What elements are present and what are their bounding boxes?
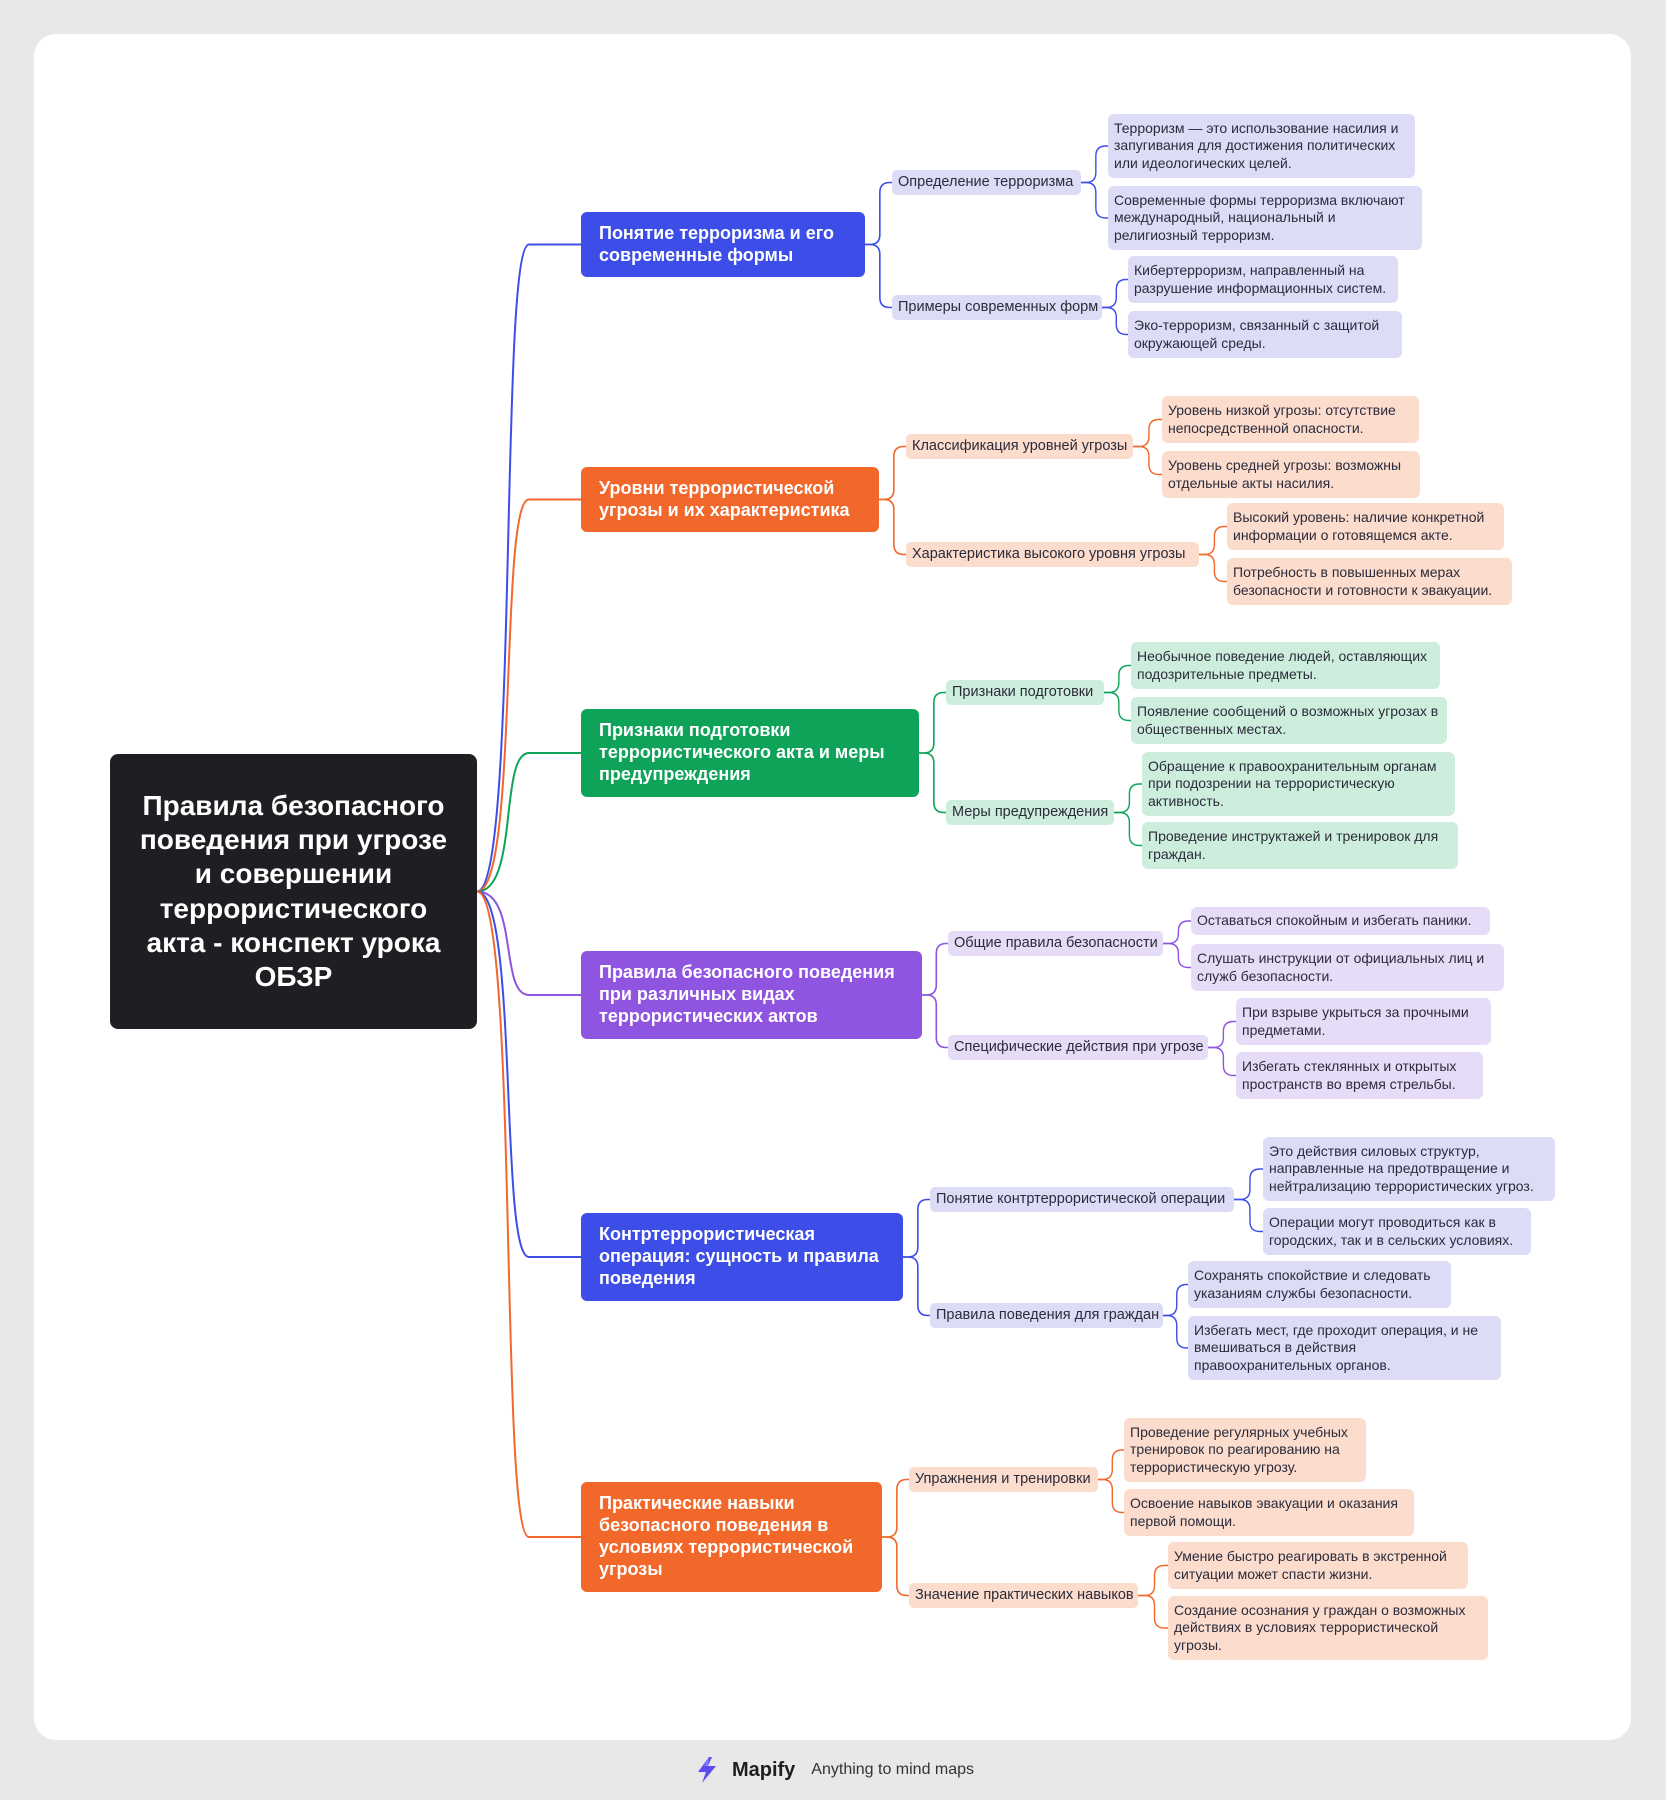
subtopic-leaf-link: [1163, 920, 1191, 945]
root-topic-link: [476, 243, 581, 893]
subtopic-node[interactable]: Признаки подготовки: [946, 680, 1104, 705]
topic-subtopic-link: [882, 1478, 909, 1538]
subtopic-leaf-link: [1163, 1314, 1188, 1349]
topic-node[interactable]: Правила безопасного поведения при различ…: [581, 951, 922, 1039]
subtopic-leaf-link: [1234, 1198, 1263, 1233]
leaf-node[interactable]: Избегать мест, где проходит операция, и …: [1188, 1316, 1501, 1380]
subtopic-leaf-link: [1098, 1478, 1124, 1514]
subtopic-leaf-link: [1163, 942, 1191, 969]
subtopic-leaf-link: [1102, 306, 1128, 336]
topic-subtopic-link: [903, 1198, 930, 1258]
root-topic-link: [476, 498, 581, 893]
footer: Mapify Anything to mind maps: [0, 1752, 1666, 1788]
root-node[interactable]: Правила безопасного поведения при угрозе…: [110, 754, 477, 1029]
leaf-node[interactable]: Освоение навыков эвакуации и оказания пе…: [1124, 1489, 1414, 1536]
subtopic-node[interactable]: Понятие контртеррористической операции: [930, 1187, 1234, 1212]
subtopic-leaf-link: [1199, 553, 1227, 583]
leaf-node[interactable]: Умение быстро реагировать в экстренной с…: [1168, 1542, 1468, 1589]
leaf-node[interactable]: Кибертерроризм, направленный на разрушен…: [1128, 256, 1398, 303]
subtopic-node[interactable]: Меры предупреждения: [946, 800, 1114, 825]
leaf-node[interactable]: Создание осознания у граждан о возможных…: [1168, 1596, 1488, 1660]
topic-node[interactable]: Понятие терроризма и его современные фор…: [581, 212, 865, 277]
topic-subtopic-link: [903, 1256, 930, 1317]
subtopic-leaf-link: [1081, 145, 1108, 184]
subtopic-leaf-link: [1199, 525, 1227, 556]
subtopic-leaf-link: [1163, 1283, 1188, 1317]
topic-subtopic-link: [922, 942, 948, 996]
topic-subtopic-link: [865, 243, 892, 309]
leaf-node[interactable]: Высокий уровень: наличие конкретной инфо…: [1227, 503, 1504, 550]
subtopic-leaf-link: [1114, 783, 1142, 814]
subtopic-leaf-link: [1138, 1564, 1168, 1597]
subtopic-node[interactable]: Специфические действия при угрозе: [948, 1035, 1208, 1060]
subtopic-leaf-link: [1133, 418, 1162, 448]
subtopic-node[interactable]: Правила поведения для граждан: [930, 1303, 1163, 1328]
subtopic-leaf-link: [1081, 181, 1108, 219]
leaf-node[interactable]: Уровень низкой угрозы: отсутствие непоср…: [1162, 396, 1419, 443]
leaf-node[interactable]: Терроризм — это использование насилия и …: [1108, 114, 1415, 178]
leaf-node[interactable]: Слушать инструкции от официальных лиц и …: [1191, 944, 1504, 991]
topic-subtopic-link: [919, 752, 946, 814]
topic-subtopic-link: [879, 498, 906, 556]
subtopic-node[interactable]: Общие правила безопасности: [948, 931, 1163, 956]
topic-node[interactable]: Контртеррористическая операция: сущность…: [581, 1213, 903, 1301]
topic-node[interactable]: Признаки подготовки террористического ак…: [581, 709, 919, 797]
subtopic-node[interactable]: Примеры современных форм: [892, 295, 1102, 320]
leaf-node[interactable]: При взрыве укрыться за прочными предмета…: [1236, 998, 1491, 1045]
leaf-node[interactable]: Современные формы терроризма включают ме…: [1108, 186, 1422, 250]
subtopic-node[interactable]: Значение практических навыков: [909, 1583, 1138, 1608]
topic-subtopic-link: [922, 994, 948, 1049]
topic-node[interactable]: Уровни террористической угрозы и их хара…: [581, 467, 879, 532]
topic-subtopic-link: [879, 445, 906, 501]
subtopic-leaf-link: [1133, 445, 1162, 476]
leaf-node[interactable]: Проведение регулярных учебных тренировок…: [1124, 1418, 1366, 1482]
leaf-node[interactable]: Уровень средней угрозы: возможны отдельн…: [1162, 451, 1420, 498]
leaf-node[interactable]: Обращение к правоохранительным органам п…: [1142, 752, 1455, 816]
root-topic-link: [476, 890, 581, 1259]
subtopic-leaf-link: [1138, 1594, 1168, 1629]
subtopic-node[interactable]: Определение терроризма: [892, 170, 1081, 195]
leaf-node[interactable]: Оставаться спокойным и избегать паники.: [1191, 907, 1490, 935]
leaf-node[interactable]: Необычное поведение людей, оставляющих п…: [1131, 642, 1440, 689]
subtopic-node[interactable]: Характеристика высокого уровня угрозы: [906, 542, 1199, 567]
leaf-node[interactable]: Эко-терроризм, связанный с защитой окруж…: [1128, 311, 1402, 358]
root-topic-link: [476, 890, 581, 997]
topic-subtopic-link: [919, 691, 946, 754]
subtopic-leaf-link: [1098, 1449, 1124, 1481]
lightning-bolt-icon: [697, 1757, 716, 1783]
subtopic-leaf-link: [1104, 691, 1131, 722]
subtopic-leaf-link: [1234, 1168, 1263, 1201]
leaf-node[interactable]: Потребность в повышенных мерах безопасно…: [1227, 558, 1512, 605]
subtopic-node[interactable]: Упражнения и тренировки: [909, 1467, 1098, 1492]
footer-tagline: Anything to mind maps: [811, 1761, 975, 1778]
topic-subtopic-link: [865, 181, 892, 246]
subtopic-leaf-link: [1208, 1046, 1236, 1077]
leaf-node[interactable]: Появление сообщений о возможных угрозах …: [1131, 697, 1447, 744]
leaf-node[interactable]: Это действия силовых структур, направлен…: [1263, 1137, 1555, 1201]
leaf-node[interactable]: Сохранять спокойствие и следовать указан…: [1188, 1261, 1451, 1308]
subtopic-node[interactable]: Классификация уровней угрозы: [906, 434, 1133, 459]
subtopic-leaf-link: [1104, 664, 1131, 694]
root-topic-link: [476, 751, 581, 893]
topic-subtopic-link: [882, 1536, 909, 1597]
root-topic-link: [476, 890, 581, 1539]
subtopic-leaf-link: [1208, 1020, 1236, 1049]
subtopic-leaf-link: [1102, 278, 1128, 309]
leaf-node[interactable]: Операции могут проводиться как в городск…: [1263, 1208, 1531, 1255]
subtopic-leaf-link: [1114, 811, 1142, 847]
leaf-node[interactable]: Проведение инструктажей и тренировок для…: [1142, 822, 1458, 869]
footer-brand: Mapify: [731, 1758, 796, 1781]
leaf-node[interactable]: Избегать стеклянных и открытых пространс…: [1236, 1052, 1483, 1099]
topic-node[interactable]: Практические навыки безопасного поведени…: [581, 1482, 882, 1592]
